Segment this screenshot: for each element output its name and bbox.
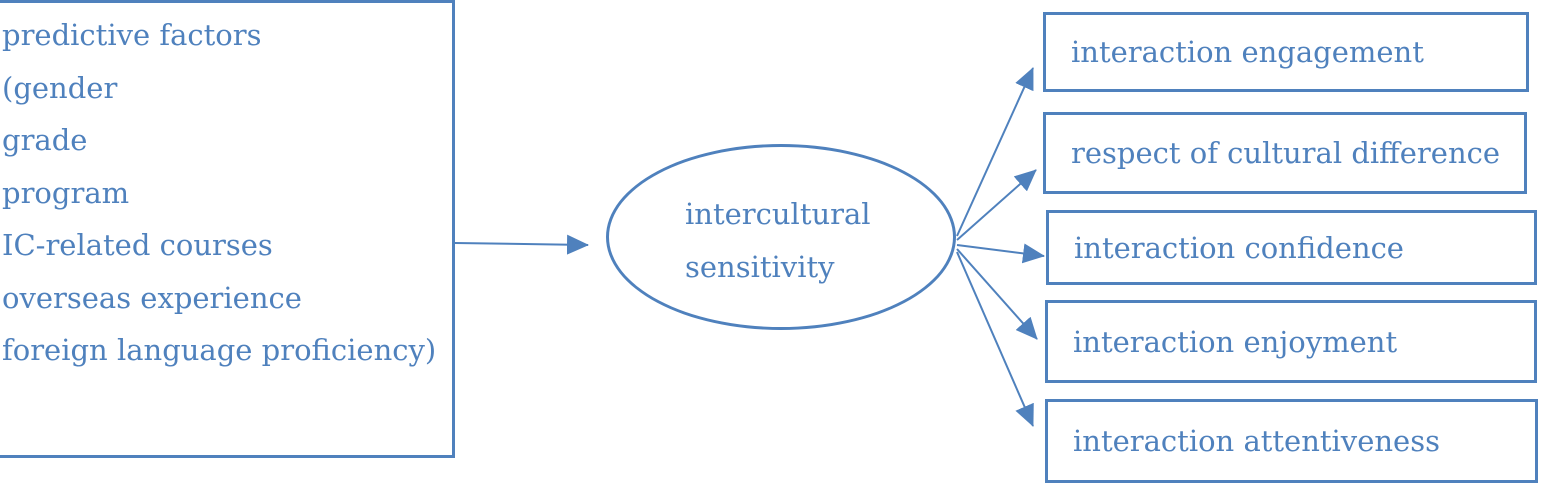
factor-item-ic-courses: IC-related courses	[2, 228, 273, 262]
outcome-label-attentiveness: interaction attentiveness	[1073, 424, 1440, 458]
factor-item-gender: (gender	[2, 70, 118, 105]
factor-item-program: program	[2, 175, 130, 210]
outcome-label-enjoyment: interaction enjoyment	[1073, 324, 1398, 359]
arrow-to-respect	[956, 169, 1037, 241]
outcome-label-confidence: interaction confidence	[1074, 230, 1404, 265]
outcome-box-confidence: interaction confidence	[1046, 210, 1537, 285]
outcome-box-enjoyment: interaction enjoyment	[1045, 300, 1537, 383]
predictive-factors-list: predictive factors (gender grade program…	[2, 9, 436, 377]
outcome-label-engagement: interaction engagement	[1071, 35, 1424, 69]
outcome-box-engagement: interaction engagement	[1043, 12, 1529, 92]
outcome-box-attentiveness: interaction attentiveness	[1045, 399, 1538, 483]
factor-item-grade: grade	[2, 123, 88, 157]
outcome-box-respect: respect of cultural difference	[1043, 112, 1527, 194]
factor-item-heading: predictive factors	[2, 18, 262, 52]
center-label-line2: sensitivity	[685, 250, 835, 284]
intercultural-sensitivity-ellipse	[606, 144, 956, 330]
arrow-predictors-to-center	[454, 234, 589, 255]
outcome-label-respect: respect of cultural difference	[1071, 136, 1501, 170]
arrow-to-confidence	[956, 243, 1045, 264]
predictive-factors-box: predictive factors (gender grade program…	[0, 0, 455, 458]
factor-item-overseas: overseas experience	[2, 280, 302, 315]
arrow-to-attentiveness	[956, 251, 1034, 427]
center-label-line1: intercultural	[685, 197, 871, 231]
arrow-to-engagement	[956, 67, 1034, 237]
intercultural-sensitivity-label: intercultural sensitivity	[685, 188, 945, 294]
factor-item-language: foreign language proficiency)	[2, 333, 437, 367]
arrow-to-enjoyment	[956, 248, 1038, 340]
